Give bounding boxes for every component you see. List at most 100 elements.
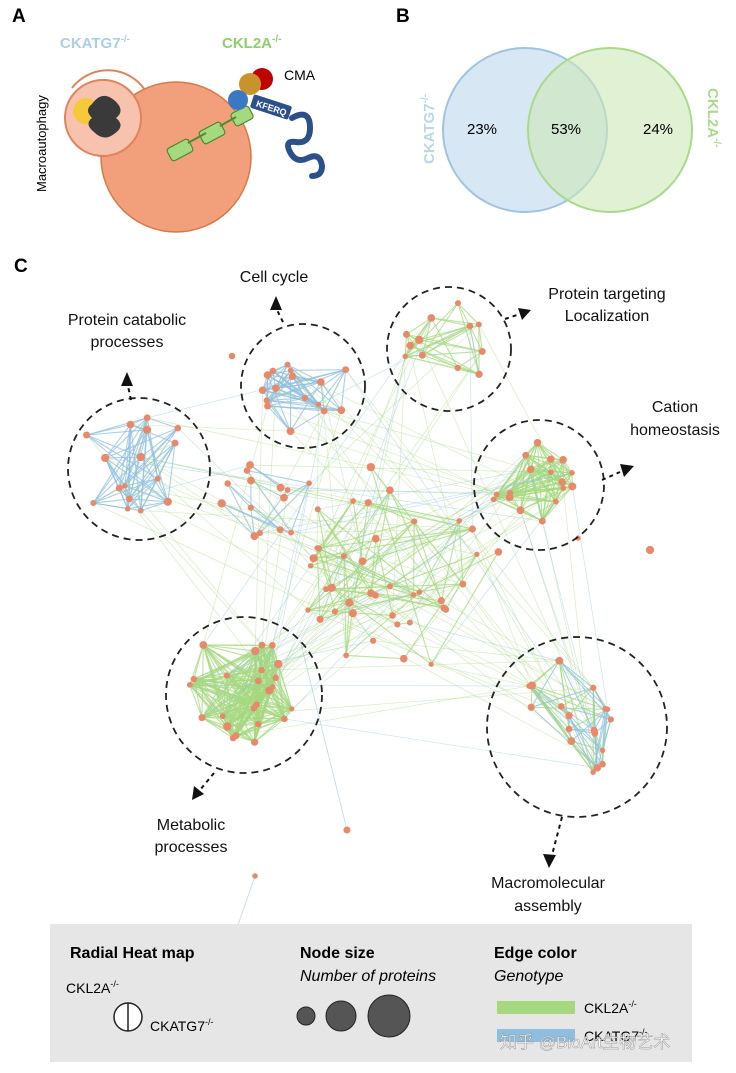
network-edge xyxy=(304,397,325,412)
network-edge xyxy=(349,356,406,603)
network-node xyxy=(406,341,415,350)
network-edge xyxy=(267,405,510,498)
network-edge xyxy=(254,324,480,537)
network-edge xyxy=(261,660,560,671)
network-edge xyxy=(193,678,292,710)
network-node xyxy=(143,425,152,434)
network-node xyxy=(217,499,226,508)
network-edge xyxy=(558,660,594,773)
network-node xyxy=(306,480,312,487)
network-edge xyxy=(409,317,432,346)
network-edge xyxy=(528,685,603,751)
network-node xyxy=(301,394,309,402)
network-node xyxy=(348,609,357,618)
venn-right-only-percent: 24% xyxy=(643,121,673,138)
network-edge xyxy=(345,502,369,656)
network-edge xyxy=(189,644,263,686)
cluster-macromolecular-circle xyxy=(486,636,668,818)
network-edge xyxy=(201,717,234,739)
network-edge xyxy=(320,381,347,656)
network-edge xyxy=(559,660,594,689)
cluster-protein-targeting-circle xyxy=(386,286,512,412)
arrow-head-metabolic xyxy=(192,786,204,800)
phagophore-membrane xyxy=(71,69,146,91)
network-node xyxy=(287,367,294,374)
network-node xyxy=(253,701,260,708)
watermark-text: 知乎 @BioArt生物艺术 xyxy=(500,1033,670,1052)
network-node xyxy=(567,737,576,746)
network-edge xyxy=(222,703,257,717)
cluster-label-protein-targeting-2: Localization xyxy=(565,308,650,325)
network-node xyxy=(174,424,182,432)
network-edge xyxy=(409,520,460,623)
network-node xyxy=(516,506,525,515)
network-edge xyxy=(140,510,473,530)
network-node xyxy=(607,716,614,723)
network-edge xyxy=(317,528,473,549)
network-edge xyxy=(410,345,480,375)
network-edge xyxy=(124,429,148,487)
network-edge xyxy=(290,410,325,432)
network-edge xyxy=(478,324,483,352)
network-edge xyxy=(287,364,342,411)
network-edge xyxy=(520,459,564,511)
panel-a: A CKATG7-/- CKL2A-/- Macroautophagy KFER… xyxy=(12,6,326,233)
network-edge xyxy=(493,498,521,511)
network-edge xyxy=(326,459,564,590)
network-edge xyxy=(307,609,335,613)
network-edge xyxy=(310,502,369,567)
network-node xyxy=(468,525,476,533)
network-edge xyxy=(277,663,285,720)
network-node xyxy=(284,487,291,493)
network-node xyxy=(394,621,401,628)
network-edge xyxy=(222,502,369,717)
network-edge xyxy=(201,717,228,728)
legend-edge-color-title: Edge color xyxy=(494,945,577,962)
network-node xyxy=(247,476,255,485)
network-node xyxy=(538,517,546,525)
network-node xyxy=(343,826,351,834)
network-node xyxy=(309,554,318,563)
network-node xyxy=(565,712,573,720)
network-edge xyxy=(558,660,609,710)
cluster-label-metabolic-1: Metabolic xyxy=(157,817,225,834)
network-edge xyxy=(406,317,432,335)
network-node xyxy=(568,482,577,491)
legend-node-size-title: Node size xyxy=(300,945,375,962)
network-edge xyxy=(406,334,464,585)
network-edge xyxy=(562,459,573,487)
network-edge xyxy=(531,687,594,708)
network-edge xyxy=(307,489,391,611)
network-edge xyxy=(147,417,178,429)
network-edge xyxy=(340,369,347,411)
network-edge xyxy=(343,556,350,603)
network-node xyxy=(289,706,295,712)
network-edge xyxy=(319,586,391,620)
network-edge xyxy=(92,429,148,504)
network-edge xyxy=(127,478,159,510)
legend-heatmap-title: Radial Heat map xyxy=(70,945,195,962)
network-edge xyxy=(249,464,281,489)
network-edge xyxy=(323,369,347,412)
network-edge xyxy=(254,718,285,743)
network-edge xyxy=(290,532,463,585)
network-edge xyxy=(320,381,363,562)
network-edge xyxy=(124,478,158,487)
network-edge xyxy=(258,718,285,725)
network-edge xyxy=(431,317,470,327)
network-edge xyxy=(404,334,408,357)
network-edge xyxy=(413,521,562,707)
network-node xyxy=(258,666,265,674)
network-edge xyxy=(278,611,336,665)
network-node xyxy=(337,406,346,415)
arrow-protein-catabolic-line xyxy=(127,385,132,401)
network-edge xyxy=(275,387,497,495)
network-edge xyxy=(157,478,169,503)
network-edge xyxy=(370,466,594,773)
network-node xyxy=(358,557,367,566)
network-edge xyxy=(226,677,277,727)
network-edge xyxy=(222,442,538,717)
network-node xyxy=(418,351,426,359)
network-node xyxy=(569,470,575,476)
network-node xyxy=(305,607,311,613)
